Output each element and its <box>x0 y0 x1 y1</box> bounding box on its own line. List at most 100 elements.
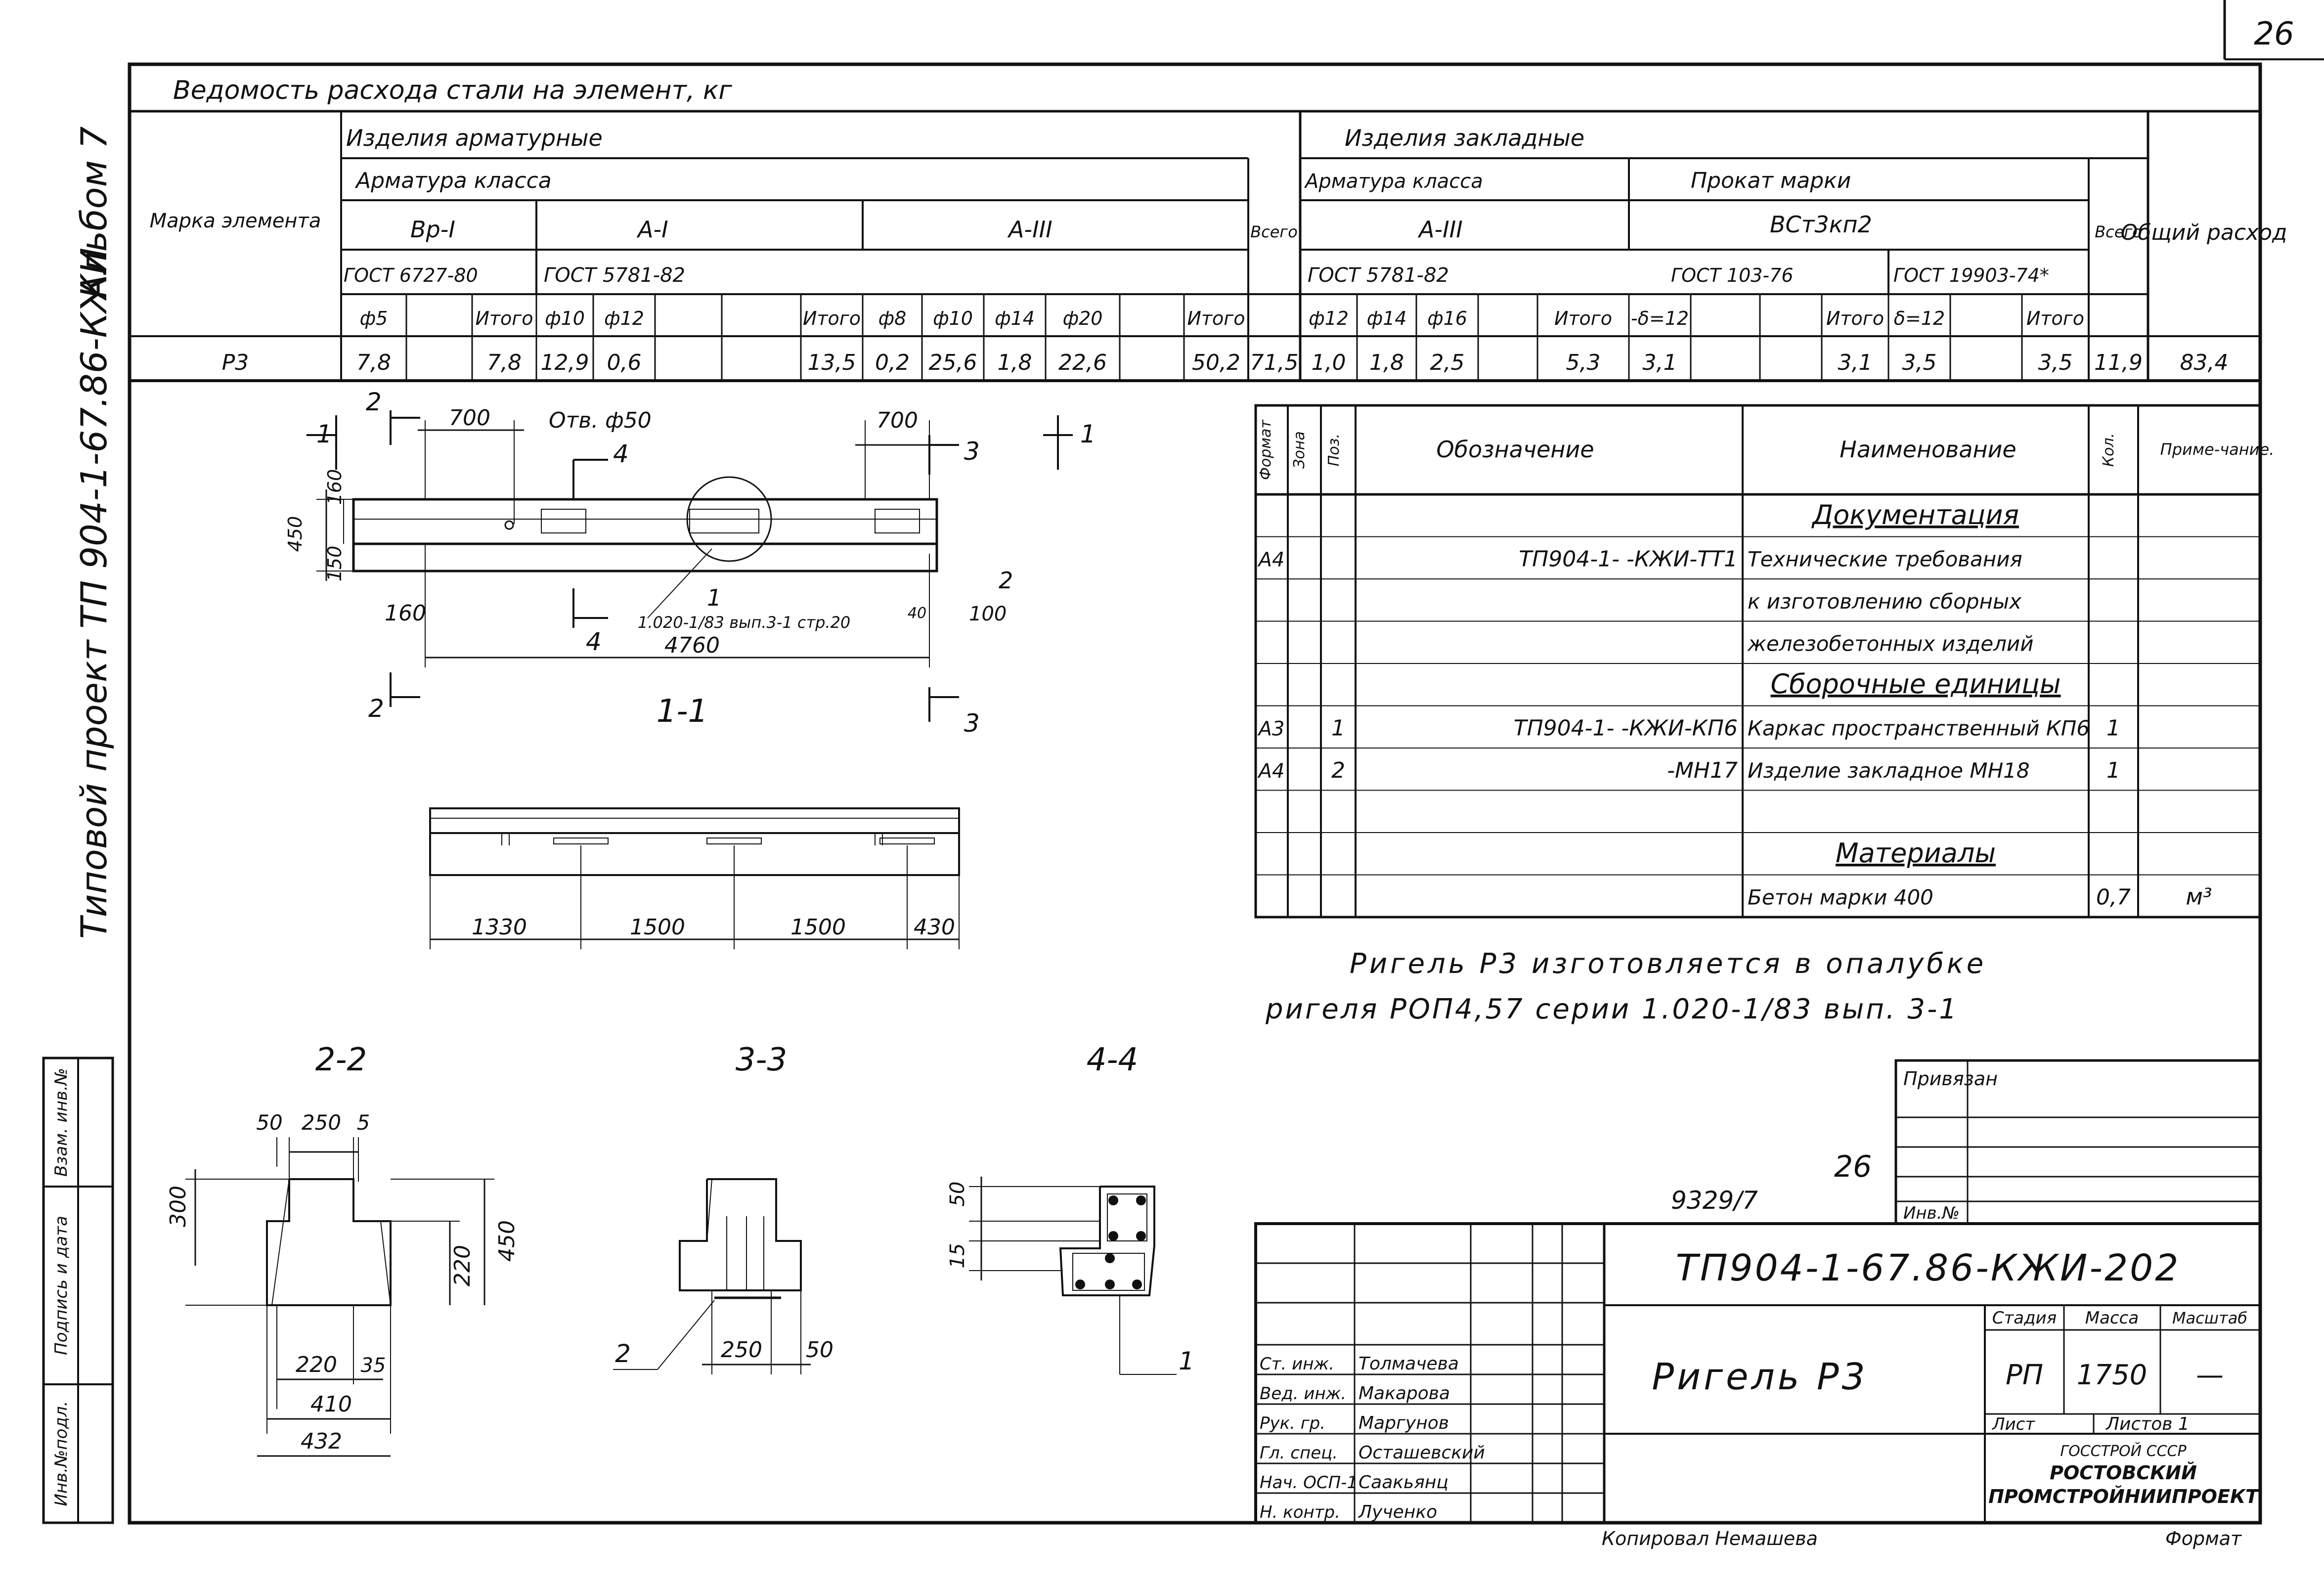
dim-160-bottom: 160 <box>385 601 426 626</box>
steel-subheader-13: Итого <box>1187 308 1245 329</box>
spec-name: Бетон марки 400 <box>1748 885 1933 910</box>
armature-class-header: Арматура класса <box>354 168 552 193</box>
section-1-1: 1-1 700 700 Отв. ф50 160 450 150 160 476… <box>284 388 1096 738</box>
steel-cell-11: 1,8 <box>998 350 1032 375</box>
gost-4: ГОСТ 103-76 <box>1671 265 1794 286</box>
spec-pos: 2 <box>1331 758 1345 783</box>
spec-qty: 0,7 <box>2096 885 2131 910</box>
side-project-label: Типовой проект ТП 904-1-67.86-КЖИ <box>73 248 115 939</box>
sec33-position-2: 2 <box>615 1339 631 1368</box>
sec22-dim-220-vertical: 220 <box>450 1245 475 1286</box>
steel-subheader-4: ф12 <box>604 308 644 329</box>
spec-qty: 1 <box>2106 758 2120 783</box>
stage-header: Стадия <box>1992 1308 2057 1328</box>
gost-5: ГОСТ 19903-74* <box>1893 265 2049 286</box>
dim-700-right: 700 <box>877 408 918 433</box>
sec22-dim-250: 250 <box>302 1110 341 1135</box>
steel-cell-14: 50,2 <box>1192 350 1240 375</box>
role-title: Гл. спец. <box>1260 1443 1338 1463</box>
class-a3-embedded: А-III <box>1417 216 1463 243</box>
spec-row: Сборочные единицы <box>1770 668 2061 700</box>
stamp-label-3: Взам. инв.№ <box>51 1068 71 1177</box>
role-title: Вед. инж. <box>1260 1384 1346 1404</box>
steel-cell-18: 2,5 <box>1430 350 1465 375</box>
steel-cell-5: 0,6 <box>607 350 642 375</box>
spec-name: Изделие закладное МН18 <box>1748 758 2030 783</box>
copied-by: Копировал Немашева <box>1602 1528 1818 1549</box>
class-steel: ВСт3кп2 <box>1770 211 1872 238</box>
spec-name-header: Наименование <box>1840 436 2016 463</box>
stamp-label-2: Подпись и дата <box>51 1216 71 1355</box>
steel-cell-20: 5,3 <box>1566 350 1601 375</box>
detail-callout-circle <box>686 476 772 562</box>
spec-format: А3 <box>1257 718 1285 741</box>
spec-note-header: Приме-чание. <box>2160 440 2275 459</box>
sec22-dim-450: 450 <box>494 1220 520 1262</box>
left-stamp: Инв.№подл. Подпись и дата Взам. инв.№ <box>42 1057 114 1524</box>
embedded-total-header: Всего <box>2095 222 2142 241</box>
plan-view: 1330 1500 1500 430 <box>429 807 960 949</box>
steel-cell-24: 3,1 <box>1838 350 1873 375</box>
steel-cell-9: 0,2 <box>875 350 910 375</box>
sec22-dim-5: 5 <box>357 1110 370 1135</box>
plan-dim-3: 1500 <box>790 915 846 940</box>
dim-150: 150 <box>324 546 346 582</box>
title-block: Привязан Инв.№ 9329/7 26 ТП904-1-67.86-К… <box>1254 1059 2262 1549</box>
inventory-number: 9329/7 <box>1671 1186 1758 1215</box>
role-title: Рук. гр. <box>1260 1413 1325 1433</box>
role-name: Маргунов <box>1359 1413 1449 1433</box>
steel-subheader-17: ф16 <box>1427 308 1467 329</box>
sec44-dim-50: 50 <box>946 1182 969 1207</box>
steel-subheader-20: -δ=12 <box>1631 308 1689 329</box>
sec22-dim-432: 432 <box>301 1429 342 1454</box>
dim-160: 160 <box>324 469 346 505</box>
spec-row: Бетон марки 400 0,7 м³ <box>1748 883 2212 910</box>
group-armature: Изделия арматурные <box>346 125 603 151</box>
cut-2-bottom: 2 <box>368 694 384 723</box>
sec33-title: 3-3 <box>736 1042 788 1078</box>
steel-subheader-7: Итого <box>803 308 861 329</box>
stamp-label-1: Инв.№подл. <box>51 1401 71 1506</box>
sec22-title: 2-2 <box>315 1042 367 1078</box>
role-name: Осташевский <box>1359 1443 1485 1463</box>
spec-designation: -МН17 <box>1667 758 1738 783</box>
spec-row: к изготовлению сборных <box>1748 589 2022 614</box>
spec-designation: ТП904-1- -КЖИ-КП6 <box>1514 716 1738 741</box>
steel-cell-29: 83,4 <box>2180 350 2229 375</box>
spec-note: м³ <box>2186 883 2212 910</box>
steel-subheader-19: Итого <box>1554 308 1612 329</box>
sheet-number-handwritten: 26 <box>1834 1149 1872 1184</box>
scale-value: — <box>2196 1359 2224 1391</box>
steel-cell-3: 7,8 <box>487 350 522 375</box>
steel-cell-17: 1,8 <box>1369 350 1404 375</box>
sec44-position-1: 1 <box>1179 1347 1194 1375</box>
dim-100: 100 <box>969 603 1007 625</box>
sec22-dim-35: 35 <box>361 1354 386 1377</box>
organization-line-2: РОСТОВСКИЙ <box>2050 1462 2197 1484</box>
steel-subheader-0: ф5 <box>360 308 388 329</box>
steel-subheader-24: δ=12 <box>1894 308 1945 329</box>
gost-3: ГОСТ 5781-82 <box>1308 264 1449 287</box>
drawing-name: Ригель Р3 <box>1652 1356 1868 1398</box>
sec33-dim-250: 250 <box>721 1337 762 1363</box>
sec22-dim-300: 300 <box>166 1186 191 1227</box>
cut-3-bottom: 3 <box>964 709 980 738</box>
role-name: Толмачева <box>1359 1354 1459 1374</box>
class-bp1: Вр-I <box>410 216 455 243</box>
hole-label: Отв. ф50 <box>549 408 652 433</box>
steel-cell-0: Р3 <box>222 350 249 375</box>
steel-cell-8: 13,5 <box>808 350 856 375</box>
spec-section-heading: Документация <box>1811 499 2019 530</box>
cut-3-top: 3 <box>964 437 980 466</box>
spec-qty-header: Кол. <box>2100 433 2117 467</box>
plan-dim-4: 430 <box>914 915 955 940</box>
spec-name: к изготовлению сборных <box>1748 589 2022 614</box>
spec-row: Документация <box>1811 499 2019 530</box>
embedded-armature-class-header: Арматура класса <box>1304 170 1483 193</box>
spec-name: железобетонных изделий <box>1747 632 2034 656</box>
spec-format: А4 <box>1257 549 1285 572</box>
spec-format-header: Формат <box>1257 419 1274 480</box>
spec-row: Материалы <box>1836 838 1996 869</box>
